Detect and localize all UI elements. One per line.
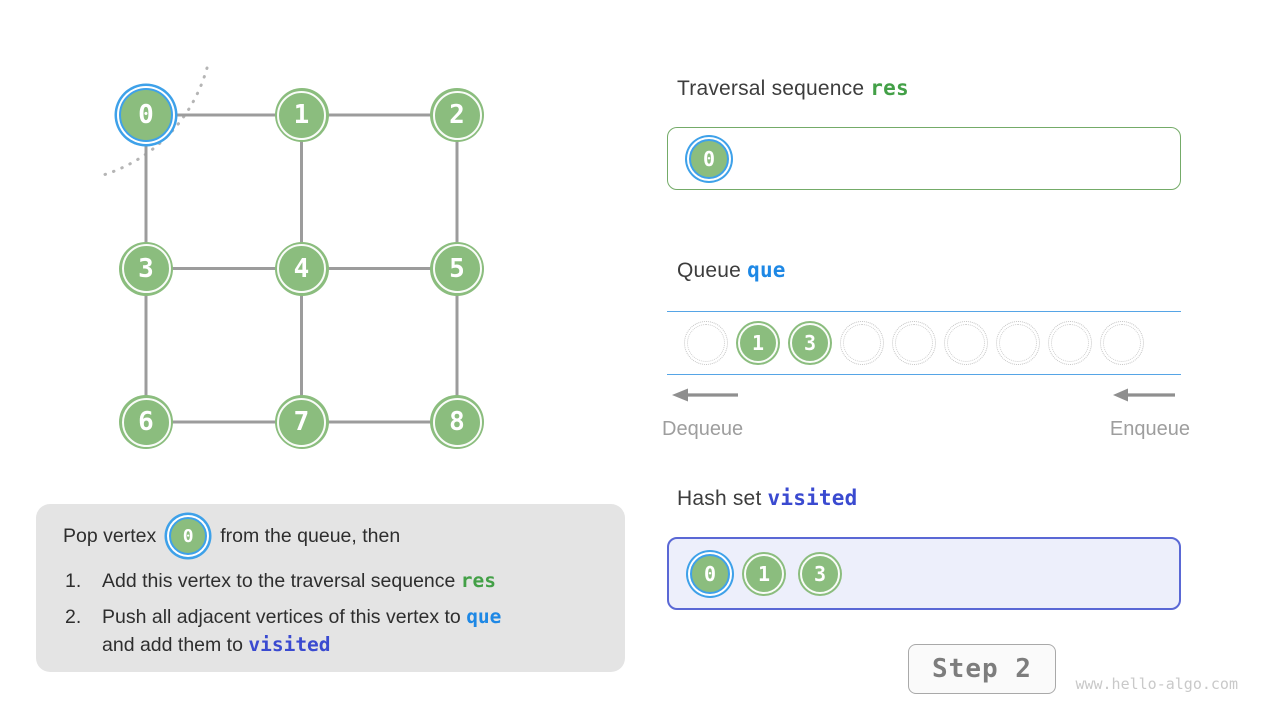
- vertex-label: 6: [138, 407, 154, 437]
- vertex-label: 1: [751, 331, 765, 355]
- explanation-item-2-text: Push all adjacent vertices of this verte…: [102, 603, 605, 659]
- queue-empty-slot: [684, 321, 728, 365]
- code-que: que: [747, 258, 786, 282]
- queue-empty-slot: [944, 321, 988, 365]
- vertex-label: 1: [293, 100, 310, 130]
- code-visited: visited: [248, 633, 331, 656]
- traversal-sequence-box: 0: [667, 127, 1181, 190]
- queue-empty-slot: [996, 321, 1040, 365]
- vertex-label: 3: [138, 253, 154, 284]
- vertex-label: 0: [702, 146, 716, 171]
- vertex-3: 3: [798, 551, 842, 596]
- vertex-1: 1: [742, 551, 786, 596]
- vertex-label: 4: [293, 253, 310, 284]
- explanation-intro-suffix: from the queue, then: [220, 524, 401, 547]
- code-res: res: [460, 569, 497, 592]
- text-segment: and add them to: [102, 634, 243, 656]
- graph-vertex-0: 0: [119, 88, 173, 142]
- explanation-box: Pop vertex 0 from the queue, then 1. Add…: [36, 504, 625, 672]
- traversal-title-text: Traversal sequence: [677, 77, 865, 100]
- vertex-0: 0: [690, 553, 730, 594]
- code-visited: visited: [767, 486, 858, 510]
- graph-vertex-7: 7: [274, 395, 329, 449]
- explanation-list: 1. Add this vertex to the traversal sequ…: [63, 567, 605, 659]
- focus-arc-icon: [98, 66, 209, 178]
- list-number: 2.: [65, 606, 82, 628]
- vertex-3: 3: [788, 321, 832, 365]
- queue-empty-slot: [1100, 321, 1144, 365]
- queue-empty-slot: [892, 321, 936, 365]
- explanation-intro: Pop vertex 0 from the queue, then: [63, 517, 605, 555]
- queue-section-title: Queue que: [677, 258, 786, 283]
- vertex-label: 5: [449, 253, 465, 284]
- text-segment: Add this vertex to the traversal sequenc…: [102, 570, 456, 592]
- vertex-label: 1: [757, 561, 771, 586]
- explanation-intro-prefix: Pop vertex: [63, 524, 157, 547]
- enqueue-arrow-left-icon: [1113, 388, 1175, 402]
- vertex-label: 3: [803, 331, 817, 355]
- graph-vertex-6: 6: [119, 395, 173, 449]
- queue-title-text: Queue: [677, 259, 742, 282]
- watermark: www.hello-algo.com: [1075, 675, 1238, 693]
- graph-vertex-2: 2: [430, 88, 484, 142]
- graph-vertex-4: 4: [274, 241, 329, 296]
- graph-vertex-1: 1: [274, 88, 329, 142]
- vertex-0: 0: [689, 138, 729, 179]
- code-res: res: [870, 76, 909, 100]
- explanation-item-1-text: Add this vertex to the traversal sequenc…: [102, 567, 605, 595]
- graph-canvas: 0 1 2 3 4 5 6 7 8: [0, 0, 640, 500]
- enqueue-label: Enqueue: [1109, 418, 1190, 440]
- vertex-label: 0: [138, 100, 154, 130]
- dequeue-label: Dequeue: [662, 418, 744, 440]
- vertex-chip-0: 0: [169, 517, 208, 555]
- step-button[interactable]: Step 2: [908, 644, 1056, 694]
- visited-section-title: Hash set visited: [677, 486, 857, 511]
- vertex-label: 2: [449, 100, 465, 130]
- visited-title-text: Hash set: [677, 487, 762, 510]
- queue-empty-slot: [840, 321, 884, 365]
- vertex-1: 1: [736, 321, 780, 365]
- text-segment: Push all adjacent vertices of this verte…: [102, 606, 461, 628]
- code-que: que: [466, 605, 502, 628]
- graph-vertex-3: 3: [119, 241, 173, 296]
- vertex-label: 0: [703, 561, 717, 586]
- explanation-item-1: 1. Add this vertex to the traversal sequ…: [63, 567, 605, 595]
- queue-empty-slot: [1048, 321, 1092, 365]
- list-number: 1.: [65, 570, 82, 592]
- explanation-item-2: 2. Push all adjacent vertices of this ve…: [63, 603, 605, 659]
- vertex-label: 0: [182, 525, 194, 547]
- vertex-label: 3: [813, 561, 827, 586]
- vertex-label: 7: [293, 407, 310, 437]
- graph-vertex-8: 8: [430, 395, 484, 449]
- hash-set-box: 0 1 3: [667, 537, 1181, 610]
- vertex-label: 8: [449, 407, 465, 437]
- graph-vertex-5: 5: [430, 241, 484, 296]
- traversal-section-title: Traversal sequence res: [677, 76, 909, 101]
- dequeue-arrow-left-icon: [672, 388, 738, 402]
